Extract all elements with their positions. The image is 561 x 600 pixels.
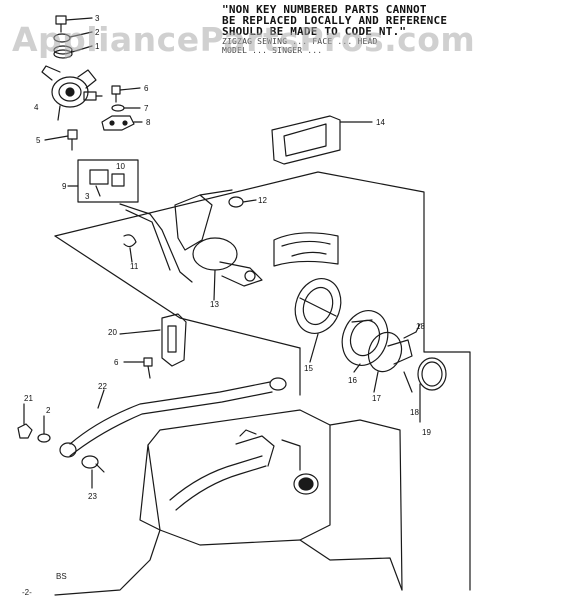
part-6-screw	[111, 85, 141, 103]
callout-13: 13	[210, 300, 219, 309]
part-22-lever	[59, 377, 287, 458]
callout-23: 23	[88, 492, 97, 501]
footer-code: BS	[56, 572, 67, 581]
callout-5: 5	[36, 136, 41, 145]
note-line-4: ZIGZAG SEWING ... FACE ... HEAD	[222, 37, 378, 46]
note-line-5: MODEL ... SINGER ...	[222, 46, 323, 55]
part-13-casting	[174, 189, 263, 301]
callout-18-top: 18	[416, 322, 425, 331]
part-20-plate	[119, 313, 187, 367]
note-line-1: "NON KEY NUMBERED PARTS CANNOT	[222, 3, 427, 16]
callout-6-top: 6	[144, 84, 149, 93]
part-2-washer	[53, 31, 93, 43]
callout-3-box: 3	[85, 192, 90, 201]
part-8-bracket	[101, 115, 143, 131]
part-4-motor	[41, 65, 103, 121]
part-14-plate	[271, 115, 373, 165]
callout-7: 7	[144, 104, 149, 113]
part-7-washer	[111, 104, 141, 112]
callout-21: 21	[24, 394, 33, 403]
part-12-screw	[228, 196, 257, 208]
callout-9: 9	[62, 182, 67, 191]
part-17-boss	[367, 331, 413, 393]
callout-12: 12	[258, 196, 267, 205]
page-number: -2-	[22, 588, 32, 597]
callout-20: 20	[108, 328, 117, 337]
machine-body	[54, 409, 403, 596]
internal-linkage	[169, 429, 319, 511]
callout-4: 4	[34, 103, 39, 112]
part-3-spring	[53, 45, 93, 59]
note-line-3: SHOULD BE MADE TO CODE NT."	[222, 25, 407, 38]
callout-22: 22	[98, 382, 107, 391]
part-1-screw	[55, 15, 93, 33]
part-2-lower-washer	[37, 415, 51, 443]
part-5-screw	[44, 129, 78, 151]
callout-1-top: 1	[95, 42, 100, 51]
callout-16: 16	[348, 376, 357, 385]
part-16-hub	[341, 310, 389, 373]
part-15-ring	[294, 278, 342, 363]
parts-note: "NON KEY NUMBERED PARTS CANNOT BE REPLAC…	[222, 4, 482, 55]
part-21-nut	[17, 403, 33, 439]
callout-8: 8	[146, 118, 151, 127]
face-plate-decor	[273, 232, 339, 267]
part-11-link	[119, 203, 193, 283]
callout-19: 19	[422, 428, 431, 437]
part-19-knob	[417, 357, 447, 423]
callout-2-top: 2	[95, 28, 100, 37]
part-23-pin	[81, 455, 105, 489]
callout-11: 11	[130, 262, 139, 271]
callout-17: 17	[372, 394, 381, 403]
callout-3-top: 3	[95, 14, 100, 23]
callout-18-bottom: 18	[410, 408, 419, 417]
part-9-assembly-box	[67, 159, 139, 203]
callout-6-lower: 6	[114, 358, 119, 367]
face-plane-outline	[54, 171, 471, 591]
callout-10: 10	[116, 162, 125, 171]
part-18-pin	[403, 323, 421, 393]
callout-14: 14	[376, 118, 385, 127]
callout-15: 15	[304, 364, 313, 373]
note-line-2: BE REPLACED LOCALLY AND REFERENCE	[222, 14, 448, 27]
callout-2-lower: 2	[46, 406, 51, 415]
part-6-lower-screw	[123, 357, 153, 379]
